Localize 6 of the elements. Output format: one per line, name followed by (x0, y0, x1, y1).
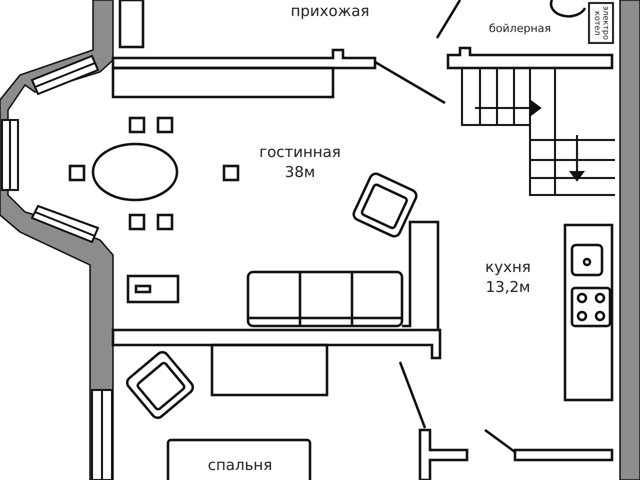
equipment-box: электро котел (588, 2, 614, 44)
room-label: спальня (206, 456, 274, 476)
room-label: бойлерная (488, 22, 552, 36)
room-label: прихожая (290, 2, 370, 22)
room-label: гостинная 38м (258, 143, 342, 182)
room-label: кухня 13,2м (484, 258, 532, 297)
